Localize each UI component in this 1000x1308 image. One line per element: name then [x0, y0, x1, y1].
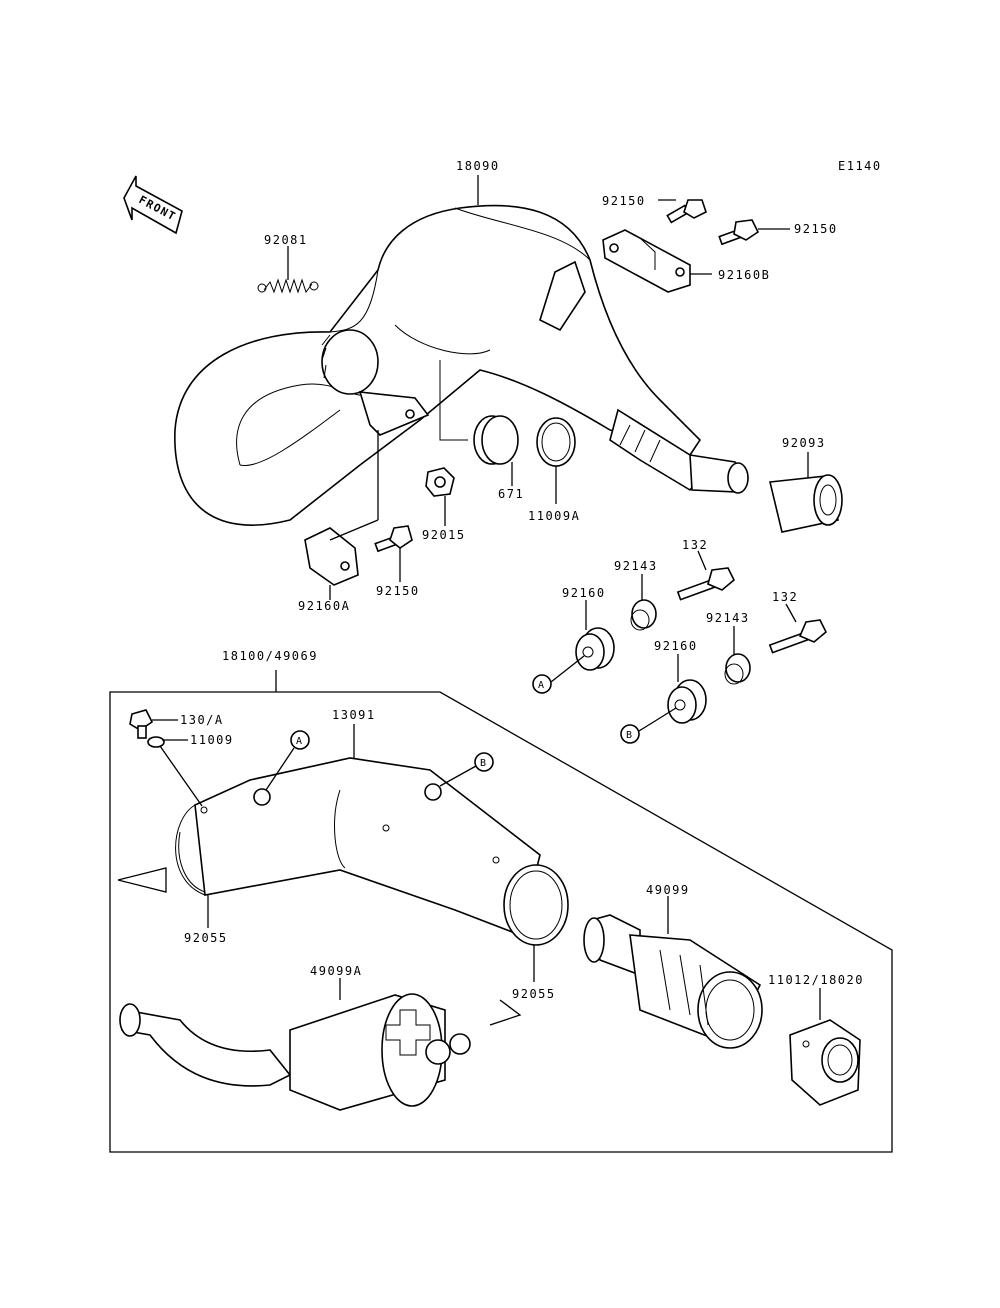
label-92160-a: 92160 [562, 586, 606, 600]
label-92143-a: 92143 [614, 559, 658, 573]
label-92055-right: 92055 [512, 987, 556, 1001]
gasket-11009a-icon [536, 417, 576, 467]
label-11012-18020: 11012/18020 [768, 973, 864, 987]
grommet-92160-b-icon [667, 679, 707, 724]
bolt-92150-right-icon [718, 219, 760, 246]
label-18090: 18090 [456, 159, 500, 173]
label-92143-b: 92143 [706, 611, 750, 625]
ref-marker-b-upper: B [620, 707, 677, 744]
svg-text:B: B [626, 730, 634, 741]
cover-92093-icon [769, 474, 843, 533]
diagram-id: E1140 [838, 159, 882, 173]
label-92093: 92093 [782, 436, 826, 450]
bracket-92160b [602, 229, 691, 293]
end-cap-11012-icon [789, 1019, 861, 1106]
label-92160-b: 92160 [654, 639, 698, 653]
silencer-core-49099 [583, 914, 763, 1049]
muffler-body-13091 [175, 757, 569, 946]
bolt-92150-top-icon [666, 199, 707, 224]
label-92160b: 92160B [718, 268, 770, 282]
svg-text:B: B [480, 758, 488, 769]
grommet-92160-a-icon [575, 627, 615, 671]
label-92081: 92081 [264, 233, 308, 247]
label-92150-top: 92150 [602, 194, 646, 208]
ring-671-icon [473, 415, 519, 465]
part-labels: 18090 92081 92150 92150 92160B 92093 671… [180, 159, 864, 1001]
svg-text:A: A [296, 736, 304, 747]
bolt-130a-icon [129, 709, 154, 739]
collar-92143-b-icon [724, 653, 751, 685]
ref-marker-b-lower: B [439, 752, 494, 787]
label-92015: 92015 [422, 528, 466, 542]
bolt-132-a-icon [676, 567, 735, 601]
label-18100-49069: 18100/49069 [222, 649, 318, 663]
label-130a: 130/A [180, 713, 224, 727]
ref-marker-a-lower: A [265, 730, 310, 791]
inner-muffler-49099a [119, 993, 471, 1111]
spring-92081-icon [257, 278, 319, 294]
label-92055-left: 92055 [184, 931, 228, 945]
label-132-a: 132 [682, 538, 708, 552]
bracket-92160a [304, 527, 359, 586]
label-132-b: 132 [772, 590, 798, 604]
expansion-chamber [174, 204, 750, 526]
label-49099a: 49099A [310, 964, 362, 978]
bolt-92150-lower-icon [374, 525, 413, 553]
svg-text:A: A [538, 680, 546, 691]
label-49099: 49099 [646, 883, 690, 897]
label-11009a: 11009A [528, 509, 580, 523]
label-13091: 13091 [332, 708, 376, 722]
silencer-assembly-box [109, 691, 893, 1153]
bolt-132-b-icon [768, 619, 827, 654]
ref-marker-a-upper: A [532, 655, 585, 694]
label-11009: 11009 [190, 733, 234, 747]
front-arrow-icon: FRONT [123, 175, 183, 235]
collar-92143-a-icon [630, 599, 657, 631]
label-671: 671 [498, 487, 524, 501]
washer-11009-icon [147, 736, 165, 748]
label-92160a: 92160A [298, 599, 350, 613]
label-92150-right: 92150 [794, 222, 838, 236]
leader-lines [152, 175, 821, 1020]
nut-92015-icon [425, 467, 455, 497]
label-92150-lower: 92150 [376, 584, 420, 598]
